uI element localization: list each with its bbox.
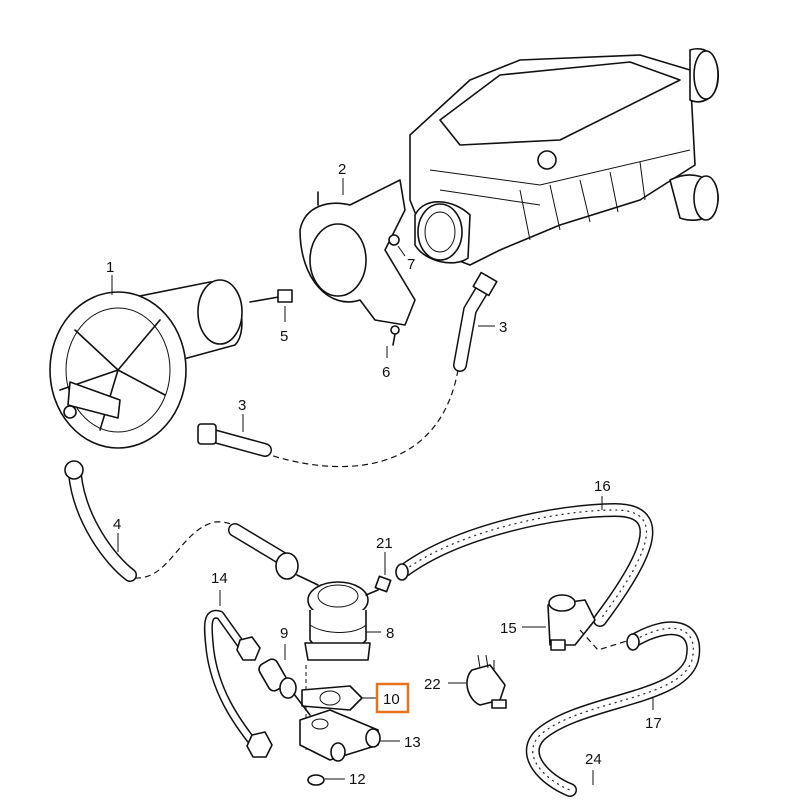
connecting-piece-13 — [299, 709, 381, 786]
bracket — [299, 179, 416, 346]
pipe-14 — [203, 609, 273, 758]
part-label-4: 4 — [113, 516, 121, 533]
leader-lines — [111, 178, 654, 785]
part-label-3: 3 — [499, 319, 507, 336]
hose-3 — [197, 271, 498, 468]
part-label-16: 16 — [594, 478, 611, 495]
hose-4 — [64, 460, 319, 586]
secondary-air-pump — [49, 279, 293, 449]
air-filter-housing — [409, 48, 719, 266]
gasket-10 — [301, 685, 363, 711]
part-label-3: 3 — [238, 397, 246, 414]
part-label-1: 1 — [106, 259, 114, 276]
hose-17 — [525, 621, 701, 797]
part-label-24: 24 — [585, 751, 602, 768]
part-label-6: 6 — [382, 364, 390, 381]
part-label-8: 8 — [386, 625, 394, 642]
part-label-21: 21 — [376, 535, 393, 552]
part-label-2: 2 — [338, 161, 346, 178]
part-label-7: 7 — [407, 256, 415, 273]
hose-16 — [395, 503, 654, 627]
part-label-22: 22 — [424, 676, 441, 693]
part-label-12: 12 — [349, 771, 366, 788]
clip-22 — [466, 654, 507, 709]
part-label-5: 5 — [280, 328, 288, 345]
highlight-box — [375, 682, 410, 714]
connector-9 — [258, 658, 311, 716]
part-label-15: 15 — [500, 620, 517, 637]
part-label-13: 13 — [404, 734, 421, 751]
part-label-17: 17 — [645, 715, 662, 732]
combination-valve — [304, 575, 392, 750]
valve-15 — [547, 594, 631, 651]
part-label-9: 9 — [280, 625, 288, 642]
part-label-14: 14 — [211, 570, 228, 587]
part-label-10[interactable]: 10 — [383, 691, 400, 708]
